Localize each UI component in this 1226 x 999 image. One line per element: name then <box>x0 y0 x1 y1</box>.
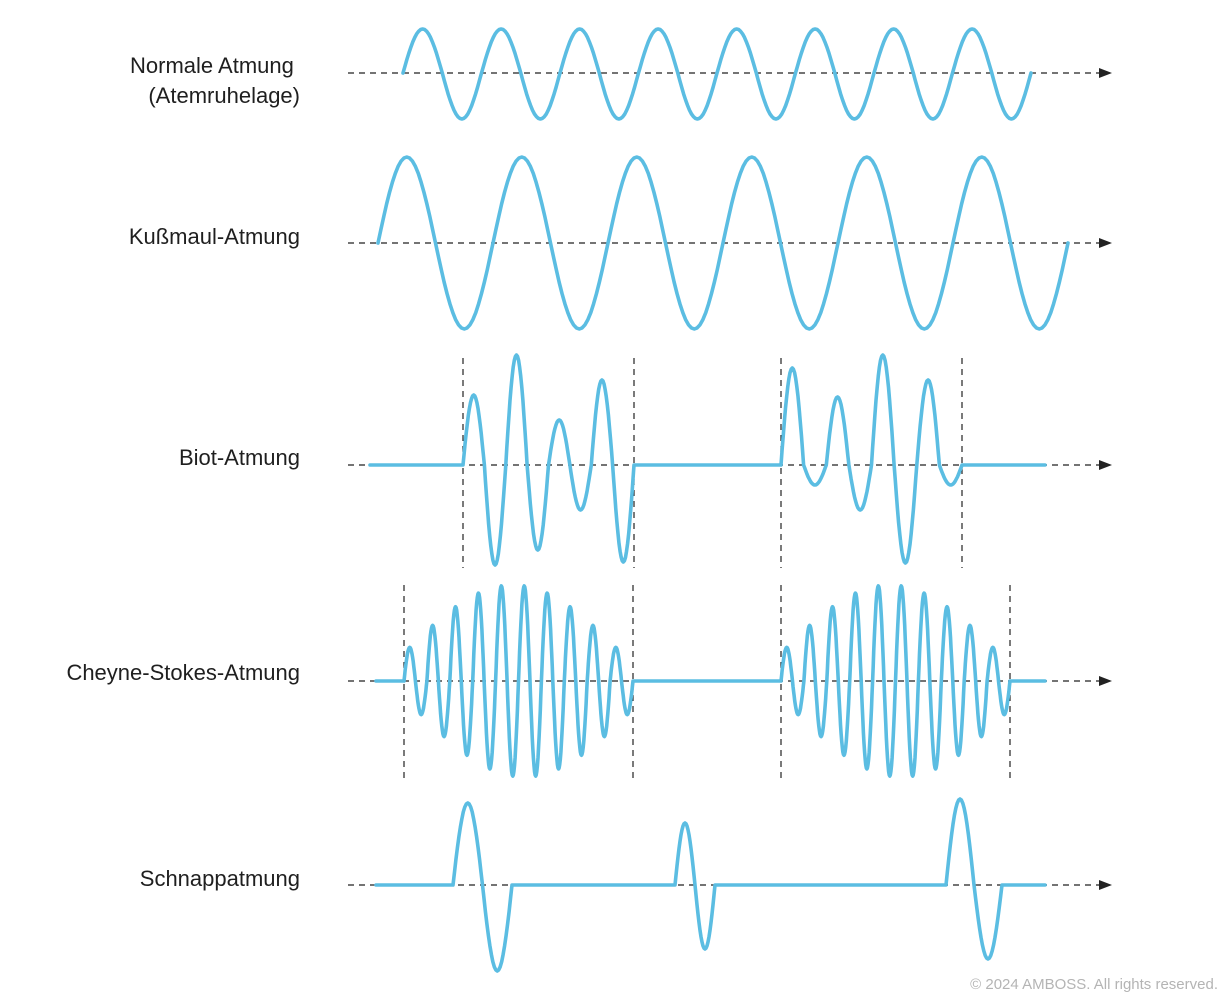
copyright-notice: © 2024 AMBOSS. All rights reserved. <box>970 976 1218 993</box>
label-biot-breathing: Biot-Atmung <box>179 445 300 470</box>
row-gasping-breathing: Schnappatmung <box>140 797 1112 973</box>
axis-arrow-kussmaul <box>1099 238 1112 248</box>
waveform-biot-breathing <box>368 353 1047 567</box>
axis-arrow-biot <box>1099 460 1112 470</box>
row-biot-breathing: Biot-Atmung <box>179 353 1112 568</box>
row-normal-breathing: Normale Atmung (Atemruhelage) <box>130 27 1112 121</box>
axis-arrow-normal <box>1099 68 1112 78</box>
label-normal-breathing: Normale Atmung (Atemruhelage) <box>130 53 300 108</box>
waveform-kussmaul-breathing <box>376 155 1070 331</box>
label-kussmaul-breathing: Kußmaul-Atmung <box>129 224 300 249</box>
label-cheyne-stokes-breathing: Cheyne-Stokes-Atmung <box>66 660 300 685</box>
waveform-cheyne-stokes-breathing <box>374 584 1047 778</box>
waveform-gasping-breathing <box>374 797 1047 973</box>
waveform-normal-breathing <box>401 27 1033 121</box>
row-kussmaul-breathing: Kußmaul-Atmung <box>129 155 1112 331</box>
label-gasping-breathing: Schnappatmung <box>140 866 300 891</box>
row-cheyne-stokes-breathing: Cheyne-Stokes-Atmung <box>66 584 1112 778</box>
axis-arrow-cheyne-stokes <box>1099 676 1112 686</box>
axis-arrow-gasping <box>1099 880 1112 890</box>
